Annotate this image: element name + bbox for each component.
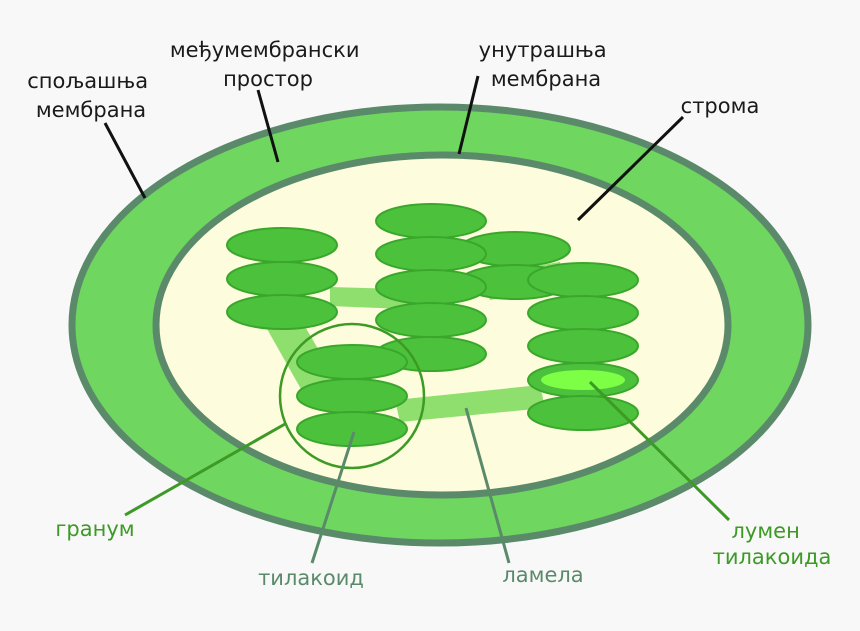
granum-left <box>226 227 338 330</box>
granum-highlight-circle <box>278 322 426 470</box>
granum-center <box>375 203 487 372</box>
label-lamella: ламела <box>502 563 583 587</box>
thylakoid-disc <box>375 203 487 239</box>
label-granum: гранум <box>55 517 134 541</box>
leader-lumen <box>588 380 731 522</box>
thylakoid-disc <box>296 411 408 447</box>
leader-lamella <box>464 407 511 564</box>
leader-inner-membrane <box>457 75 480 155</box>
thylakoid-disc <box>375 236 487 272</box>
thylakoid-disc <box>527 295 639 331</box>
label-thylakoid-lumen: лумен тилакоида <box>713 519 832 569</box>
leader-thylakoid <box>310 431 356 564</box>
thylakoid-disc <box>226 227 338 263</box>
label-outer-membrane: спољашња мембрана <box>27 69 155 122</box>
thylakoid-disc <box>226 294 338 330</box>
label-inner-membrane: унутрашња мембрана <box>479 38 614 91</box>
thylakoid-disc <box>527 262 639 298</box>
thylakoid-disc <box>375 269 487 305</box>
thylakoid-disc <box>375 302 487 338</box>
leader-intermembrane <box>256 89 280 163</box>
thylakoid-disc <box>296 344 408 380</box>
label-intermembrane-space: међумембрански простор <box>170 38 366 91</box>
label-thylakoid: тилакоид <box>258 566 364 590</box>
thylakoid-disc <box>296 378 408 414</box>
leader-granum <box>124 422 286 517</box>
label-stroma: строма <box>681 94 760 118</box>
thylakoid-disc <box>527 328 639 364</box>
leader-outer-membrane <box>103 122 147 199</box>
leader-stroma <box>576 115 685 222</box>
thylakoid-disc <box>226 261 338 297</box>
granum-right <box>527 262 639 431</box>
granum-circled <box>296 344 408 447</box>
lamella <box>395 385 545 422</box>
thylakoid-disc <box>527 395 639 431</box>
thylakoid-lumen <box>541 370 625 390</box>
